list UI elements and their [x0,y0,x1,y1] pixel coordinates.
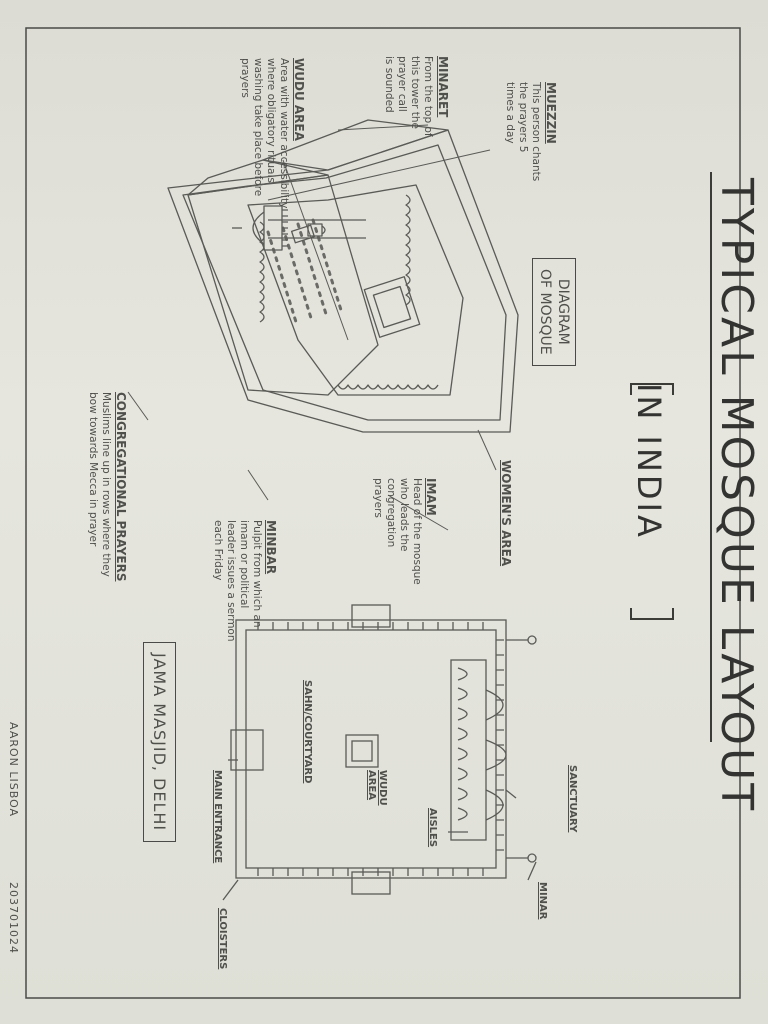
author-id: 203701024 [7,882,20,954]
minaret-leader [337,124,429,131]
mosque-iso-drawing [167,119,519,433]
jama-masjid-plan [222,604,537,901]
prayers-leader [127,391,149,421]
prayer-rows [266,218,343,324]
plan-cloister-left [257,622,484,630]
plan-outer-wall [235,619,507,879]
plan-wudu-pool-inner [351,740,373,762]
wudu-heading: WUDU AREA [292,58,306,141]
diagram-label: DIAGRAM OF MOSQUE [532,258,576,366]
minbar-heading: MINBAR [264,520,278,575]
plan-wudu-pool [345,734,379,768]
minaret-heading: MINARET [436,56,450,118]
subtitle-bracket-right [630,608,674,620]
congregational-prayers-text: Muslims line up in rows where they bow t… [87,392,112,577]
outer-wall-inner [182,144,507,421]
plan-minar-left-top [527,635,537,645]
minbar-leader [247,469,269,501]
plan-sahn-label: SAHN/COURTYARD [302,680,313,784]
wudu-text: Area with water accessibility where obli… [239,58,290,209]
subtitle: IN INDIA [630,383,668,540]
sheet-border [25,27,741,999]
minbar-text: Pulpit from which an imam or political l… [212,520,263,642]
congregational-prayers-heading: CONGREGATIONAL PRAYERS [114,392,128,582]
author-name: AARON LISBOA [7,722,20,818]
plan-side-gate-right [351,871,391,895]
plan-sanctuary-label: SANCTUARY [567,765,578,833]
plan-cloisters-label: CLOISTERS [217,908,228,970]
annex-block [262,119,449,171]
wudu-pool-inner [372,285,412,329]
courtyard [247,184,464,396]
outer-wall [167,129,519,433]
minbar-iso [290,224,316,244]
plan-aisle-arches [457,667,468,821]
muezzin-leader [267,149,491,201]
imam-leader [387,494,449,531]
plan-main-entrance-label: MAIN ENTRANCE [212,770,223,864]
courtyard-arches-bottom [259,221,265,323]
plan-minar-label: MINAR [537,882,548,920]
minaret-window [307,223,326,237]
courtyard-arches-right [337,384,439,390]
sanctuary-leader [505,789,517,799]
plan-minar-right-top [527,853,537,863]
plan-sanctuary [450,659,487,841]
wudu-leader [282,159,349,341]
plan-title: JAMA MASJID, DELHI [143,642,176,843]
imam-heading: IMAM [424,478,438,516]
muezzin-text: This person chants the prayers 5 times a… [504,82,542,182]
minaret-railing [282,209,288,247]
womens-leader [477,429,497,471]
title-underline [710,172,712,742]
plan-side-gate-left [351,604,391,628]
main-title: TYPICAL MOSQUE LAYOUT [711,178,762,814]
minaret-dome [252,211,265,245]
muezzin-heading: MUEZZIN [544,82,558,144]
plan-inner-wall [245,629,497,869]
plan-main-gate [230,729,264,771]
plan-cloister-top [496,639,504,851]
wudu-pool-iso [363,276,421,338]
leader-lines [127,124,497,531]
imam-text: Head of the mosque who leads the congreg… [372,478,423,585]
womens-area-heading: WOMEN'S AREA [499,460,513,567]
plan-aisles-label: AISLES [427,808,438,848]
minar-leader [527,861,537,881]
plan-domes [485,689,507,821]
cloisters-leader [222,879,239,901]
plan-wudu-label: WUDU AREA [366,770,388,806]
minaret-text: From the top of this tower the prayer ca… [383,56,434,137]
